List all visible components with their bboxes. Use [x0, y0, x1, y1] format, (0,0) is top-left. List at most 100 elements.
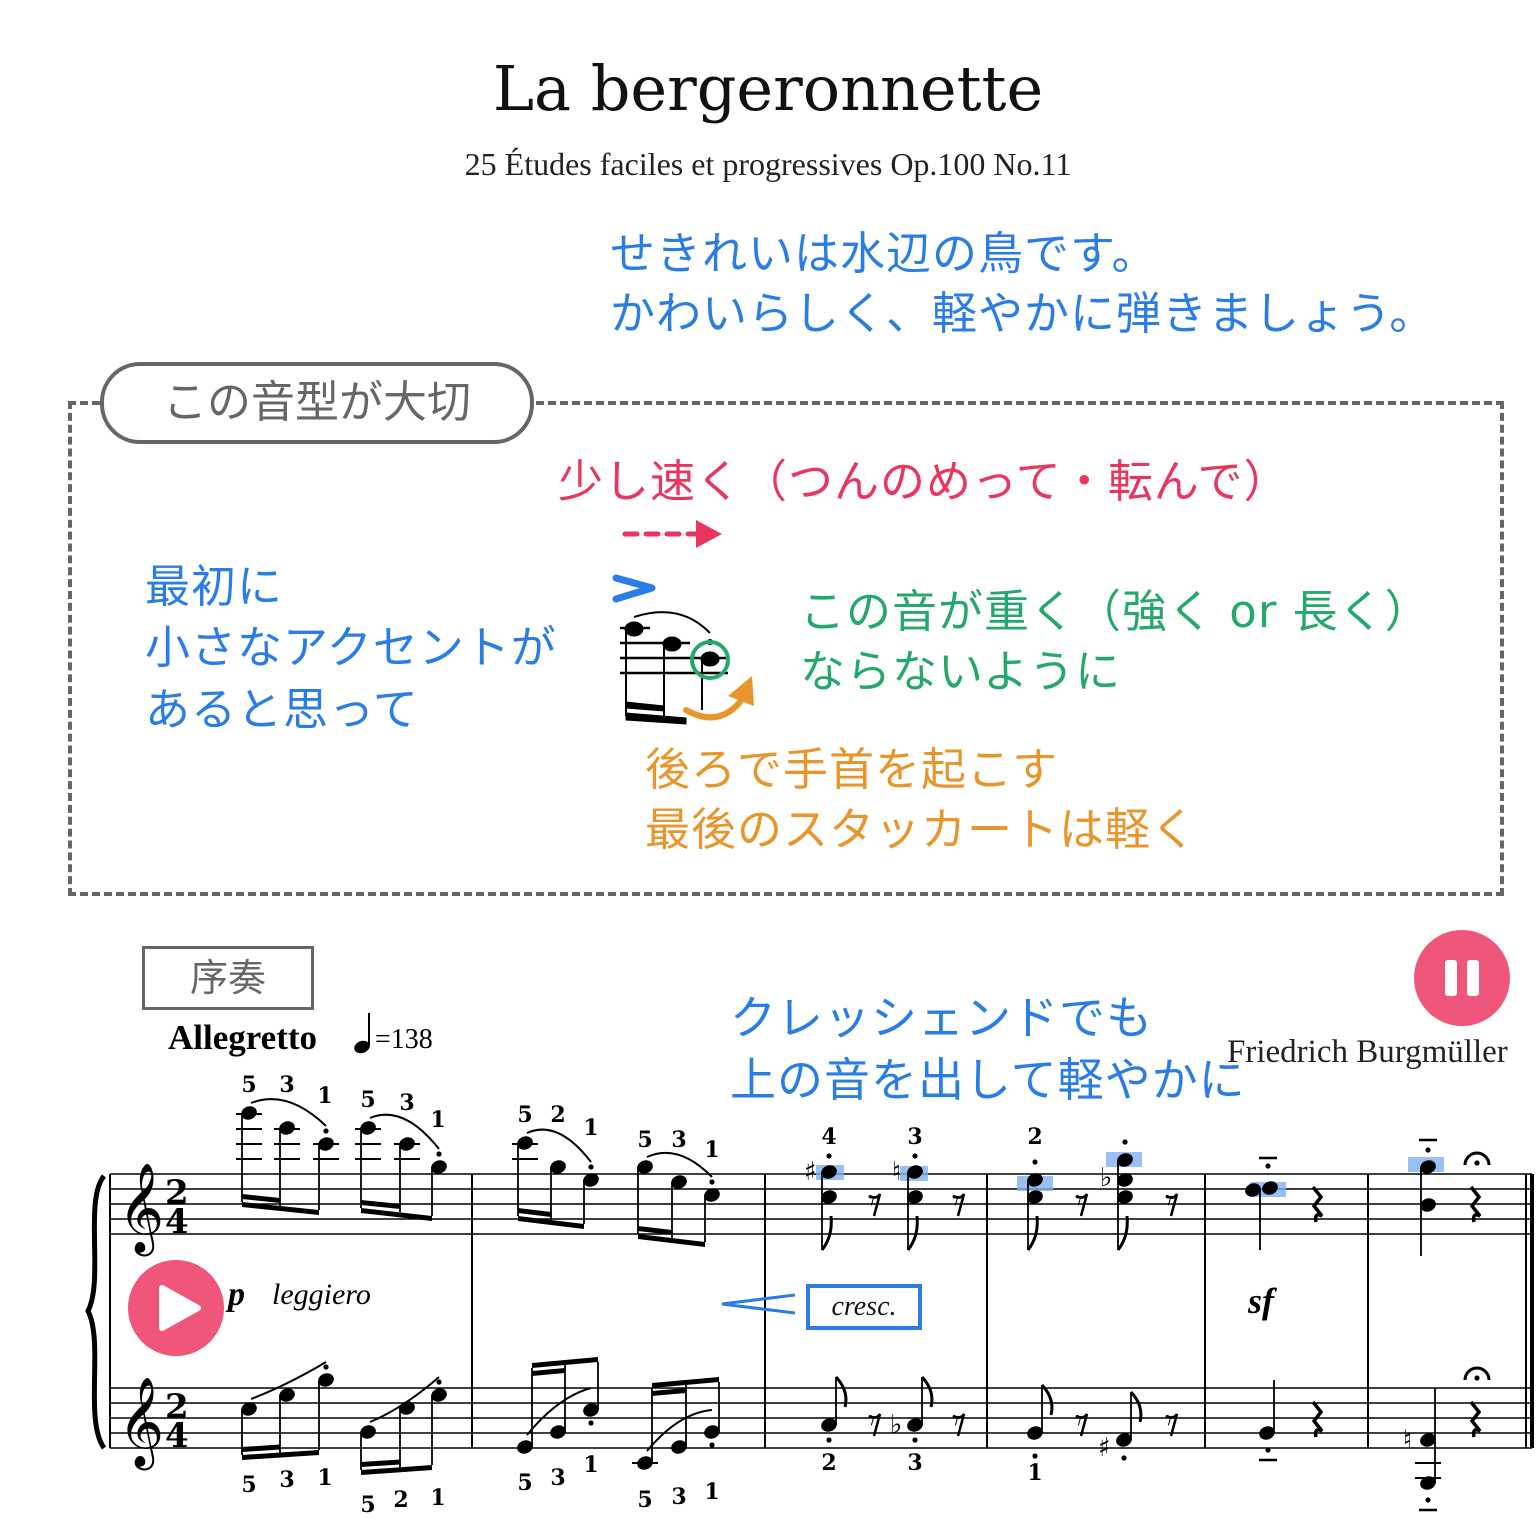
eighth-rest-icon [953, 1413, 966, 1437]
fingering-number: 5 [360, 1087, 375, 1113]
fingering-number: 3 [550, 1465, 565, 1491]
eighth-rest-icon: 𝄾 [1165, 1184, 1172, 1217]
metronome-value: =138 [375, 1024, 433, 1055]
notehead [279, 1121, 295, 1135]
notehead [279, 1388, 295, 1402]
note-flag [906, 1215, 919, 1251]
staccato-dot [588, 1164, 594, 1170]
eighth-rest-icon: 𝄾 [952, 1404, 959, 1437]
slur [369, 1376, 440, 1423]
beam [361, 1459, 400, 1467]
fingering-number: 2 [550, 1102, 565, 1128]
composer: Friedrich Burgmüller [1227, 1034, 1508, 1070]
notehead [318, 1137, 334, 1151]
beam [242, 1194, 280, 1203]
notehead [637, 1456, 653, 1470]
staccato-dot [1122, 1139, 1128, 1145]
play-icon [159, 1285, 201, 1331]
weight-note-line2: ならないように [800, 645, 1122, 698]
beam [242, 1450, 319, 1460]
highlight-marker [1106, 1152, 1142, 1167]
staccato-dot [912, 1153, 918, 1159]
fermata-icon [1463, 1366, 1491, 1381]
wrist-note-line2: 最後のスタッカートは軽く [645, 803, 1198, 856]
accidental-icon: ♮ [1403, 1425, 1412, 1455]
notehead [671, 1440, 687, 1454]
fingering-number: 1 [430, 1107, 445, 1133]
staccato-dot [826, 1437, 832, 1443]
piece-title: La bergeronnette [492, 52, 1044, 125]
beam [242, 1444, 280, 1452]
highlight-marker [1250, 1182, 1286, 1197]
pause-button[interactable] [1414, 930, 1510, 1026]
intro-note-line2: かわいらしく、軽やかに弾きましょう。 [610, 287, 1436, 340]
eighth-rest-icon [1076, 1413, 1089, 1437]
slur [526, 1387, 592, 1436]
note-flag [1116, 1215, 1129, 1251]
note-flag [1129, 1390, 1143, 1423]
fingering-number: 3 [671, 1484, 686, 1510]
quarter-rest-icon [1469, 1185, 1482, 1223]
fingering-number: 2 [1027, 1124, 1042, 1150]
staccato-dot [323, 1128, 329, 1134]
treble-clef-icon: 𝄞 [118, 1163, 164, 1257]
beam [652, 1388, 686, 1396]
notehead [1420, 1160, 1436, 1174]
highlight-marker [816, 1165, 844, 1180]
fingering-number: 3 [907, 1450, 922, 1476]
quarter-rest-icon [1311, 1400, 1324, 1438]
notehead [1117, 1190, 1133, 1204]
beam [518, 1216, 584, 1229]
notehead [907, 1165, 923, 1179]
fingering-number: 5 [517, 1470, 532, 1496]
play-button[interactable] [128, 1260, 224, 1356]
beam [532, 1357, 598, 1368]
fingering-number: 4 [821, 1124, 836, 1150]
note-flag [1026, 1215, 1039, 1251]
quarter-note-icon [354, 1013, 370, 1054]
staccato-dot [323, 1364, 329, 1370]
slur [250, 1098, 327, 1127]
eighth-rest-icon [1166, 1413, 1179, 1437]
accidental-icon: ♯ [1098, 1433, 1111, 1463]
notehead [431, 1388, 447, 1402]
notehead [399, 1401, 415, 1415]
fingering-number: 5 [241, 1472, 256, 1498]
notehead [360, 1425, 376, 1439]
beam [518, 1208, 551, 1217]
notehead [821, 1190, 837, 1204]
notehead [1420, 1198, 1436, 1212]
slur [646, 1152, 713, 1178]
weight-note-line1: この音が重く（強く or 長く） [800, 585, 1431, 638]
staccato-dot [1265, 1163, 1271, 1169]
notehead [1245, 1183, 1261, 1197]
staccato-dot [1032, 1159, 1038, 1165]
notehead [704, 1188, 720, 1202]
eighth-rest-icon: 𝄾 [1075, 1404, 1082, 1437]
accidental-icon: ♭ [890, 1410, 902, 1440]
staccato-dot [1425, 1147, 1431, 1153]
brace-icon [85, 1174, 107, 1450]
accent-note-line2: 小さなアクセントが [145, 621, 557, 674]
time-signature-bottom: 4 [165, 1416, 189, 1456]
notehead [1420, 1433, 1436, 1447]
treble-clef-icon: 𝄞 [118, 1377, 164, 1471]
staccato-dot [588, 1420, 594, 1426]
time-signature-bottom: 4 [165, 1202, 189, 1242]
tempo-marking: Allegretto [168, 1018, 318, 1057]
notehead [1259, 1426, 1275, 1440]
accent-note-line1: 最初に [145, 560, 284, 613]
staccato-dot [436, 1151, 442, 1157]
pause-icon [1445, 960, 1479, 996]
beam [361, 1200, 400, 1209]
eighth-rest-icon: 𝄾 [868, 1404, 875, 1437]
fermata-icon [1463, 1151, 1491, 1166]
notehead [1262, 1181, 1278, 1195]
notehead [1027, 1426, 1043, 1440]
fingering-number: 5 [517, 1102, 532, 1128]
eighth-rest-icon [953, 1193, 966, 1217]
slur [250, 1361, 327, 1400]
notehead [517, 1136, 533, 1150]
accent-mark-icon [612, 574, 656, 603]
fingering-number: 1 [704, 1137, 719, 1163]
